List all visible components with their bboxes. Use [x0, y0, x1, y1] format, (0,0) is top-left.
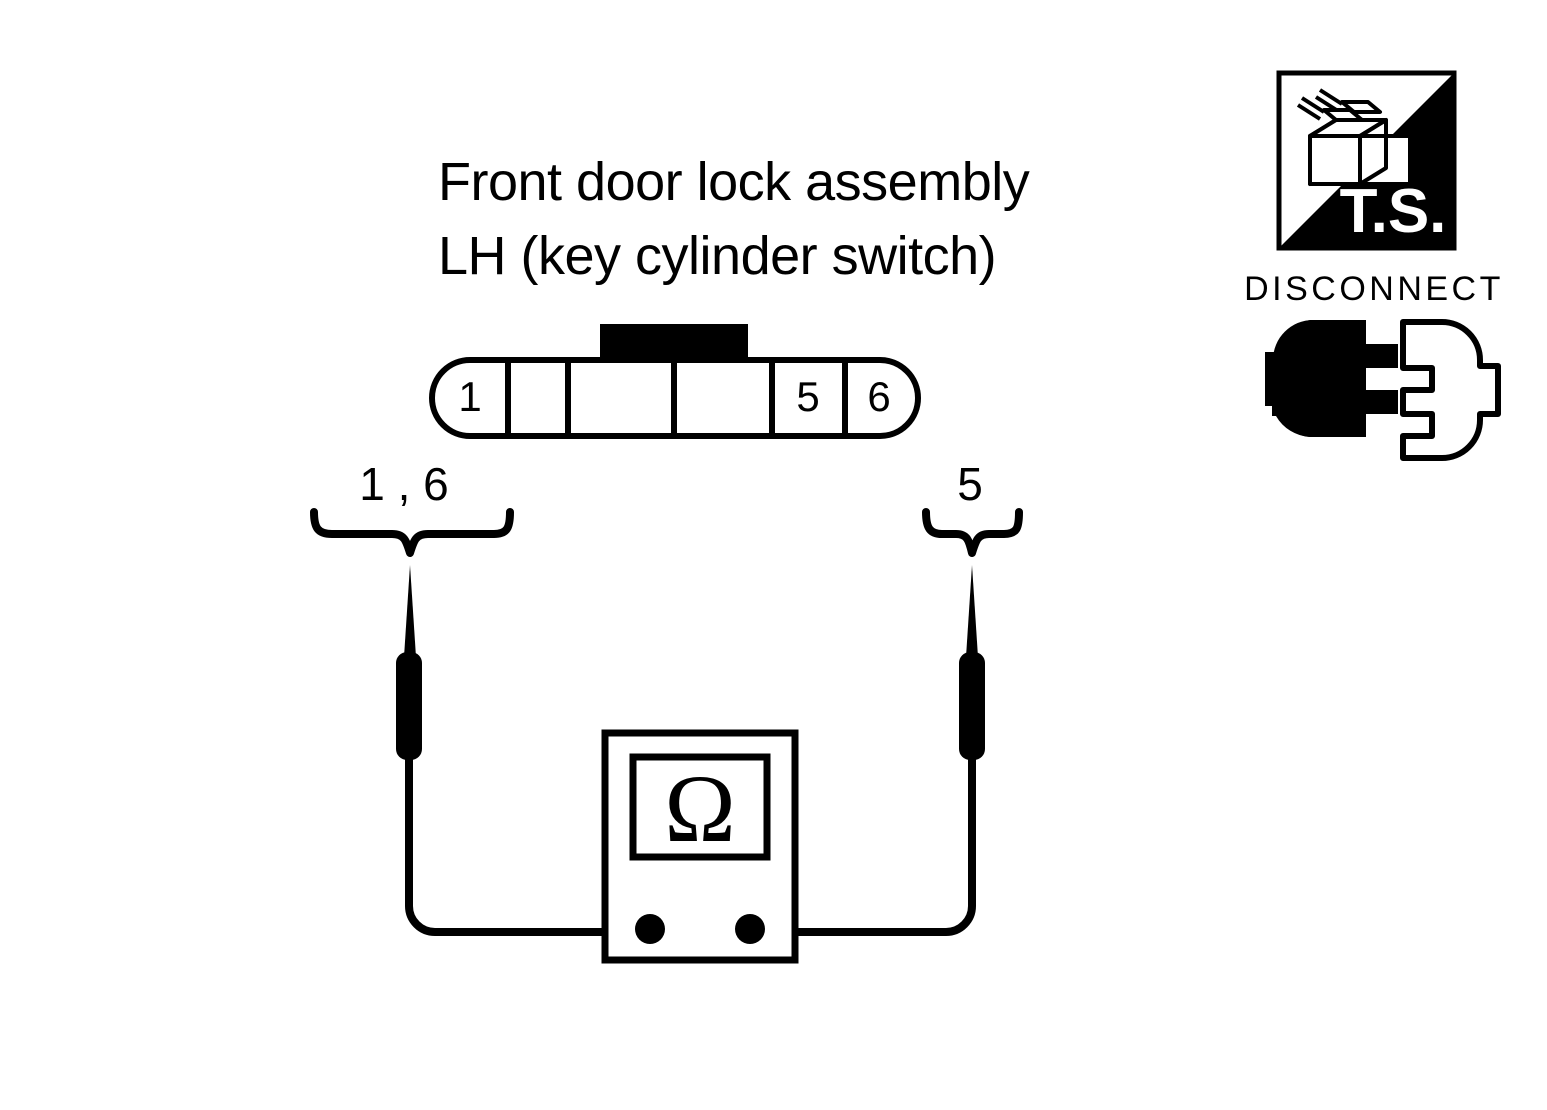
probe-handle-left — [396, 652, 422, 760]
title-line-1: Front door lock assembly — [438, 152, 1030, 212]
connector-pin-label-6: 6 — [867, 373, 890, 420]
title-line-2: LH (key cylinder switch) — [438, 226, 997, 286]
probe-brace-right — [922, 508, 1023, 557]
connector-pin-label-1: 1 — [458, 373, 481, 420]
probe-wire-right — [744, 758, 976, 936]
probe-label-left: 1 , 6 — [359, 458, 449, 510]
probe-needle-right — [966, 565, 978, 657]
disconnect-male-body — [1273, 320, 1366, 437]
ohmmeter-terminal-right — [735, 914, 765, 944]
ohmmeter-terminal-left — [635, 914, 665, 944]
ohmmeter-display — [629, 753, 771, 861]
probe-group-right: 5 — [744, 458, 1023, 936]
connector-pair-icon — [1296, 88, 1412, 186]
ohmmeter: Ω — [601, 729, 799, 964]
disconnect-male-prong-upper — [1360, 344, 1398, 368]
connector-lock-tab — [600, 324, 748, 362]
ts-symbol: T.S. — [1276, 70, 1457, 251]
ts-label: T.S. — [1340, 177, 1447, 246]
diagram-title: Front door lock assembly LH (key cylinde… — [438, 145, 1198, 293]
disconnect-female-socket — [1400, 319, 1501, 461]
probe-group-left: 1 , 6 — [310, 458, 656, 936]
connector-pin-label-5: 5 — [796, 373, 819, 420]
probe-handle-right — [959, 652, 985, 760]
disconnect-label: DISCONNECT — [1244, 270, 1504, 308]
connector-assembly: 1 5 6 — [429, 324, 921, 439]
probe-label-right: 5 — [957, 458, 983, 510]
probe-wire-left — [405, 758, 656, 936]
disconnect-male-shoulder — [1265, 352, 1315, 406]
probe-brace-left — [310, 508, 514, 557]
ohmmeter-omega-symbol: Ω — [664, 755, 735, 862]
probe-needle-left — [404, 565, 416, 657]
disconnect-symbol: DISCONNECT — [1244, 270, 1504, 461]
disconnect-male-prong-lower — [1360, 390, 1398, 414]
